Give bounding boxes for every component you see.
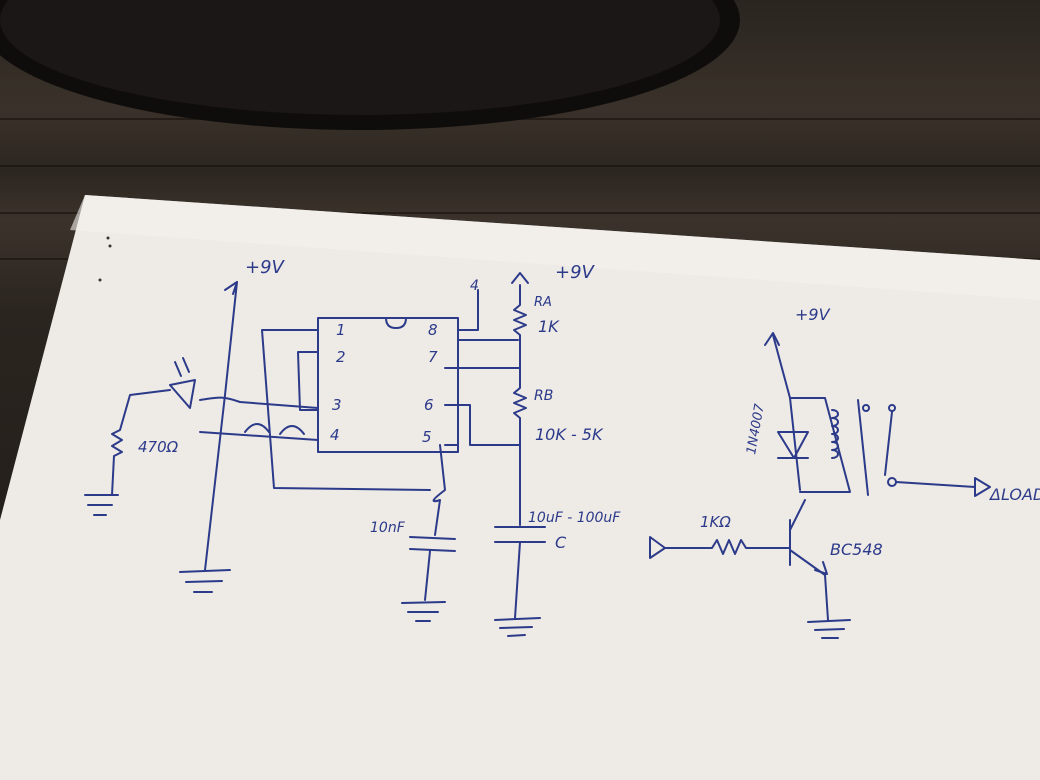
ic-pin-3: 3 — [332, 396, 342, 414]
relay-contact-1 — [862, 404, 870, 412]
ground-small-cap — [401, 601, 446, 622]
monitor-base-top — [0, 0, 720, 115]
ic-notch — [385, 317, 407, 329]
vcc-wire-left — [204, 281, 238, 571]
pin5-wire — [432, 444, 446, 536]
ground-transistor — [807, 619, 851, 639]
relay-arm — [884, 411, 893, 476]
ground-timing — [494, 617, 541, 637]
ground-left — [179, 569, 231, 593]
wire-crossover-1 — [244, 423, 270, 433]
vcc-label-left: +9V — [245, 257, 286, 278]
rb-value: 10K - 5K — [535, 425, 604, 444]
light-arrows — [174, 357, 190, 377]
relay-coil — [831, 409, 839, 459]
vcc-arrow-relay — [764, 332, 780, 346]
resistor-ra — [513, 284, 527, 369]
ic-pin-2: 2 — [336, 348, 346, 366]
timing-cap-lead-bottom — [514, 541, 521, 619]
paper-dot — [106, 236, 110, 240]
pin4-top-label: 4 — [470, 278, 479, 294]
pin1-wire — [261, 329, 431, 491]
ldr-symbol — [169, 379, 196, 409]
paper-dot — [108, 244, 112, 248]
wood-grain — [0, 165, 1040, 167]
small-cap-plate-bottom — [409, 548, 456, 552]
small-cap-plate-top — [409, 536, 456, 540]
transistor-label: BC548 — [830, 540, 883, 559]
transistor-emitter — [789, 549, 829, 621]
output-wire — [895, 481, 976, 488]
wood-grain — [0, 212, 1040, 214]
ra-label: RA — [534, 295, 552, 310]
ldr-resistor — [111, 389, 171, 496]
wire-crossover-2 — [279, 425, 305, 435]
ra-value: 1K — [538, 317, 560, 336]
pin4-wire — [199, 431, 319, 441]
base-resistor-value: 1KΩ — [700, 513, 731, 531]
ic-pin-8: 8 — [428, 321, 438, 339]
base-resistor — [664, 539, 791, 555]
output-arrow — [974, 477, 991, 497]
input-arrow — [649, 536, 666, 559]
pin2-wire — [297, 351, 319, 411]
flyback-diode — [777, 431, 809, 459]
emitter-arrow — [814, 561, 828, 575]
ic-pin-5: 5 — [422, 428, 432, 446]
vcc-label-center: +9V — [555, 262, 596, 283]
ic-pin-4: 4 — [330, 426, 340, 444]
resistor-rb — [513, 367, 527, 446]
ground-ldr — [84, 494, 119, 516]
pin6-wire — [444, 404, 521, 446]
paper-dot — [98, 278, 102, 282]
ic-pin-1: 1 — [336, 321, 346, 339]
paper-highlight — [70, 195, 1040, 300]
small-cap-lead-bottom — [424, 550, 431, 601]
vcc-label-relay: +9V — [795, 305, 831, 324]
output-label: ΔLOAD — [988, 485, 1040, 504]
ic-555-body — [317, 317, 459, 453]
pin3-wire — [199, 396, 319, 409]
pin8-wire — [457, 289, 479, 331]
transistor-collector — [789, 499, 806, 531]
ic-pin-7: 7 — [428, 348, 438, 366]
small-cap-value: 10nF — [370, 520, 406, 536]
ic-pin-6: 6 — [424, 396, 434, 414]
relay-core — [857, 399, 869, 496]
timing-cap-label: C — [555, 533, 567, 552]
rb-label: RB — [534, 388, 553, 404]
timing-cap-value: 10uF - 100uF — [528, 510, 621, 526]
ink-lines — [84, 272, 991, 639]
vcc-arrow-center — [511, 272, 529, 284]
ldr-resistor-value: 470Ω — [138, 438, 179, 456]
